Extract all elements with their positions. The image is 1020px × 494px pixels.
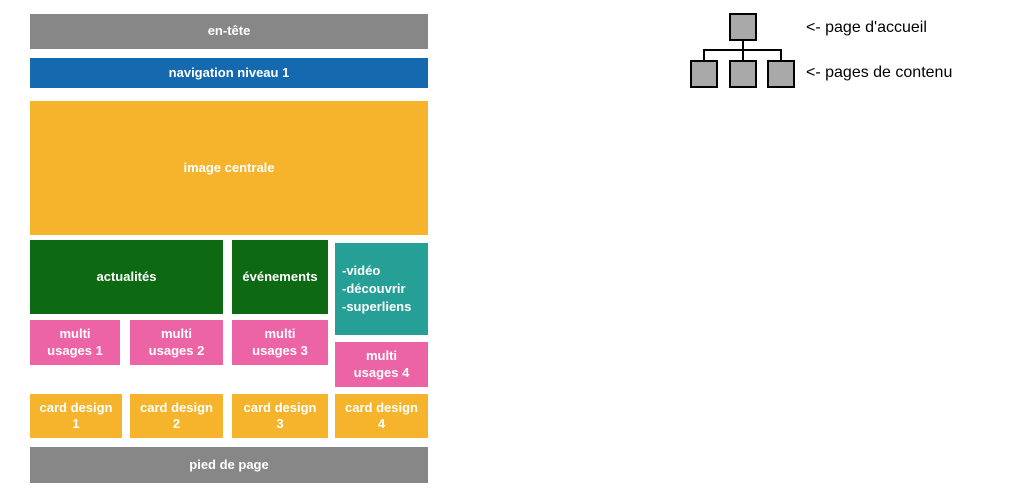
home-page-annotation: <- page d'accueil <box>806 19 927 36</box>
footer-block: pied de page <box>30 447 428 483</box>
multi-usages-2-label: multi usages 2 <box>148 326 205 358</box>
central-image-block: image centrale <box>30 101 428 235</box>
links-line-video: -vidéo <box>342 263 381 278</box>
events-block: événements <box>232 240 328 314</box>
card-design-1-block: card design 1 <box>30 394 122 438</box>
multi-usages-3-block: multi usages 3 <box>232 320 328 365</box>
card-design-3-block: card design 3 <box>232 394 328 438</box>
links-line-superlinks: -superliens <box>342 299 412 314</box>
nav-level1-block: navigation niveau 1 <box>30 58 428 88</box>
multi-usages-1-label: multi usages 1 <box>47 326 103 358</box>
multi-usages-4-block: multi usages 4 <box>335 342 428 387</box>
news-block: actualités <box>30 240 223 314</box>
sitemap-connectors <box>703 39 782 61</box>
card-design-1-label: card design 1 <box>39 399 113 431</box>
links-line-discover: -découvrir <box>342 281 406 296</box>
card-design-2-block: card design 2 <box>130 394 223 438</box>
multi-usages-4-label: multi usages 4 <box>353 348 410 380</box>
card-design-2-label: card design 2 <box>140 399 213 431</box>
content-page-node-1 <box>690 60 718 88</box>
links-block: -vidéo -découvrir -superliens <box>335 243 428 335</box>
home-page-node <box>729 13 757 41</box>
content-pages-annotation: <- pages de contenu <box>806 64 953 81</box>
multi-usages-1-block: multi usages 1 <box>30 320 120 365</box>
multi-usages-2-block: multi usages 2 <box>130 320 223 365</box>
content-page-node-2 <box>729 60 757 88</box>
multi-usages-3-label: multi usages 3 <box>252 326 308 358</box>
card-design-4-block: card design 4 <box>335 394 428 438</box>
card-design-4-label: card design 4 <box>345 399 418 431</box>
header-block: en-tête <box>30 14 428 49</box>
card-design-3-label: card design 3 <box>243 399 317 431</box>
content-page-node-3 <box>767 60 795 88</box>
sitemap-tree-diagram <box>690 13 795 88</box>
